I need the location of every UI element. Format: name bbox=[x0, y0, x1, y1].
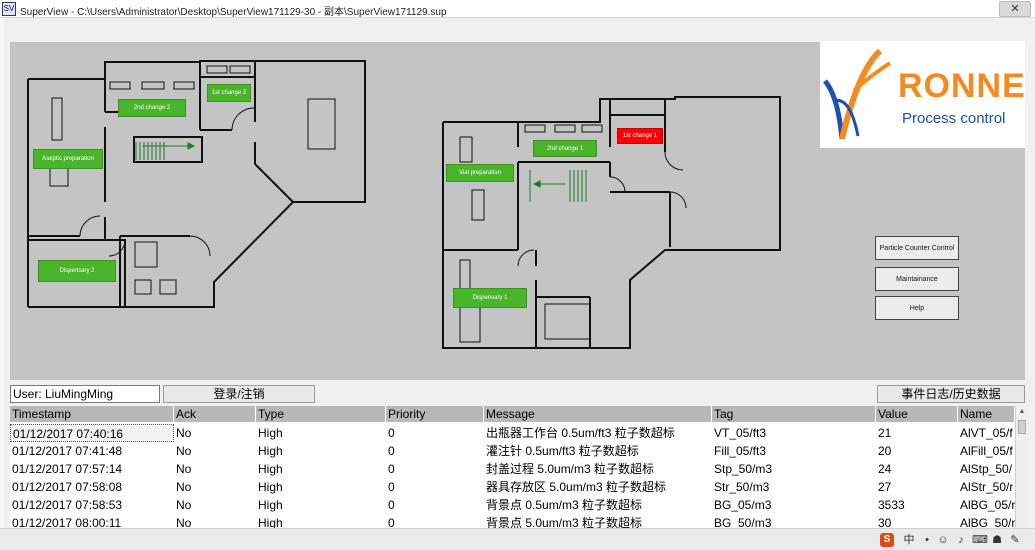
table-row[interactable]: 01/12/2017 07:41:48 No High 0 灌注针 0.5um/ft3 … bbox=[10, 442, 1015, 460]
room-vial-preparation[interactable]: Vial preparation bbox=[446, 164, 514, 182]
emoji-icon[interactable]: ☺ bbox=[937, 534, 949, 546]
cell-name: AlVT_05/f bbox=[960, 426, 1013, 440]
cell-ack: No bbox=[176, 426, 192, 440]
cell-tag: Fill_05/ft3 bbox=[714, 444, 767, 458]
window-title: SuperView - C:\Users\Administrator\Deskt… bbox=[20, 7, 447, 18]
table-row[interactable]: 01/12/2017 07:57:14 No High 0 封盖过程 5.0um/m3 … bbox=[10, 460, 1015, 478]
cell-timestamp: 01/12/2017 07:58:53 bbox=[12, 498, 123, 512]
keyboard-icon[interactable]: ⌨ bbox=[972, 534, 988, 546]
cell-name: AlStr_50/r bbox=[960, 480, 1014, 494]
table-row[interactable]: 01/12/2017 07:58:53 No High 0 背景点 0.5um/m3 粒… bbox=[10, 496, 1015, 514]
cell-timestamp: 01/12/2017 07:40:16 bbox=[10, 424, 174, 442]
app-icon: SV bbox=[2, 2, 16, 16]
cell-type: High bbox=[258, 462, 283, 476]
column-header-value[interactable]: Value bbox=[876, 406, 958, 422]
room-2nd-change-1[interactable]: 2nd change 1 bbox=[533, 140, 597, 157]
event-history-button[interactable]: 事件日志/历史数据 bbox=[877, 385, 1025, 403]
cell-value: 27 bbox=[878, 480, 892, 494]
cell-priority: 0 bbox=[388, 426, 395, 440]
cell-name: AlFill_05/f bbox=[960, 444, 1013, 458]
cell-priority: 0 bbox=[388, 516, 395, 530]
login-logout-button[interactable]: 登录/注销 bbox=[163, 385, 315, 403]
column-header-ack[interactable]: Ack bbox=[174, 406, 256, 422]
cell-type: High bbox=[258, 498, 283, 512]
shirt-icon[interactable]: ☗ bbox=[992, 534, 1002, 546]
cell-message: 灌注针 0.5um/ft3 粒子数超标 bbox=[486, 444, 639, 458]
language-indicator[interactable]: 中 bbox=[903, 534, 915, 546]
cell-tag: VT_05/ft3 bbox=[714, 426, 767, 440]
microphone-icon[interactable]: ♪ bbox=[958, 534, 964, 546]
cell-ack: No bbox=[176, 462, 192, 476]
column-header-type[interactable]: Type bbox=[256, 406, 386, 422]
cell-value: 30 bbox=[878, 516, 892, 530]
cell-name: AlStp_50/ bbox=[960, 462, 1013, 476]
cell-message: 出瓶器工作台 0.5um/ft3 粒子数超标 bbox=[486, 426, 675, 440]
column-header-tag[interactable]: Tag bbox=[712, 406, 876, 422]
cell-timestamp: 01/12/2017 07:58:08 bbox=[12, 480, 123, 494]
cell-value: 24 bbox=[878, 462, 892, 476]
cell-tag: BG_05/m3 bbox=[714, 498, 772, 512]
cell-ack: No bbox=[176, 498, 192, 512]
table-scrollbar[interactable]: ▲ bbox=[1015, 406, 1027, 538]
title-bar: SV SuperView - C:\Users\Administrator\De… bbox=[0, 0, 1035, 18]
cell-ack: No bbox=[176, 516, 192, 530]
punctuation-icon[interactable]: • bbox=[925, 534, 929, 546]
column-header-priority[interactable]: Priority bbox=[386, 406, 484, 422]
taskbar: S 中 • ☺ ♪ ⌨ ☗ ✎ bbox=[0, 528, 1035, 550]
room-dispensary-1[interactable]: Dispensary 1 bbox=[453, 288, 527, 308]
table-row[interactable]: 01/12/2017 08:00:11 No High 0 背景点 5.0um/m3 粒… bbox=[10, 514, 1015, 532]
cell-timestamp: 01/12/2017 07:41:48 bbox=[12, 444, 123, 458]
column-header-name[interactable]: Name bbox=[958, 406, 1015, 422]
settings-icon[interactable]: ✎ bbox=[1010, 534, 1020, 546]
cell-type: High bbox=[258, 426, 283, 440]
cell-message: 封盖过程 5.0um/m3 粒子数超标 bbox=[486, 462, 655, 476]
cell-ack: No bbox=[176, 444, 192, 458]
maintenance-button[interactable]: Maintainance bbox=[875, 267, 959, 291]
cell-priority: 0 bbox=[388, 480, 395, 494]
column-header-message[interactable]: Message bbox=[484, 406, 712, 422]
alarm-table: Timestamp Ack Type Priority Message Tag … bbox=[10, 406, 1015, 538]
cell-type: High bbox=[258, 444, 283, 458]
room-1st-change-1[interactable]: 1st change 1 bbox=[617, 128, 663, 144]
logo-name: RONNE bbox=[898, 67, 1026, 105]
scroll-up-icon[interactable]: ▲ bbox=[1018, 408, 1026, 415]
ronne-logo: RONNE Process control bbox=[820, 41, 1025, 148]
ronne-logo-mark bbox=[823, 48, 892, 140]
cell-timestamp: 01/12/2017 08:00:11 bbox=[12, 516, 122, 530]
cell-priority: 0 bbox=[388, 498, 395, 512]
cell-message: 背景点 5.0um/m3 粒子数超标 bbox=[486, 516, 643, 530]
cell-value: 3533 bbox=[878, 498, 905, 512]
cell-type: High bbox=[258, 516, 283, 530]
cell-value: 21 bbox=[878, 426, 892, 440]
close-button[interactable]: ✕ bbox=[999, 1, 1031, 17]
column-header-timestamp[interactable]: Timestamp bbox=[10, 406, 174, 422]
cell-message: 器具存放区 5.0um/m3 粒子数超标 bbox=[486, 480, 667, 494]
user-field[interactable]: User: LiuMingMing bbox=[10, 385, 160, 403]
cell-name: AlBG_05/r bbox=[960, 498, 1015, 512]
cell-tag: Str_50/m3 bbox=[714, 480, 770, 494]
cell-value: 20 bbox=[878, 444, 892, 458]
help-button[interactable]: Help bbox=[875, 296, 959, 320]
table-row[interactable]: 01/12/2017 07:58:08 No High 0 器具存放区 5.0um/m3… bbox=[10, 478, 1015, 496]
room-aseptic-preparation[interactable]: Aseptic preparation bbox=[33, 149, 103, 169]
cell-priority: 0 bbox=[388, 462, 395, 476]
room-1st-change-2[interactable]: 1st change 2 bbox=[207, 84, 251, 102]
cell-message: 背景点 0.5um/m3 粒子数超标 bbox=[486, 498, 643, 512]
cell-tag: BG_50/m3 bbox=[714, 516, 772, 530]
particle-counter-control-button[interactable]: Particle Counter Control bbox=[875, 236, 959, 260]
cell-name: AlBG_50/r bbox=[960, 516, 1015, 530]
ime-icon[interactable]: S bbox=[880, 533, 894, 547]
scroll-thumb[interactable] bbox=[1018, 420, 1026, 434]
logo-subtitle: Process control bbox=[902, 110, 1006, 127]
table-header: Timestamp Ack Type Priority Message Tag … bbox=[10, 406, 1015, 422]
cell-ack: No bbox=[176, 480, 192, 494]
cell-priority: 0 bbox=[388, 444, 395, 458]
cell-timestamp: 01/12/2017 07:57:14 bbox=[12, 462, 123, 476]
room-2nd-change-2[interactable]: 2nd change 2 bbox=[118, 99, 186, 117]
room-dispensary-2[interactable]: Dispensary 2 bbox=[38, 260, 116, 282]
cell-tag: Stp_50/m3 bbox=[714, 462, 773, 476]
cell-type: High bbox=[258, 480, 283, 494]
